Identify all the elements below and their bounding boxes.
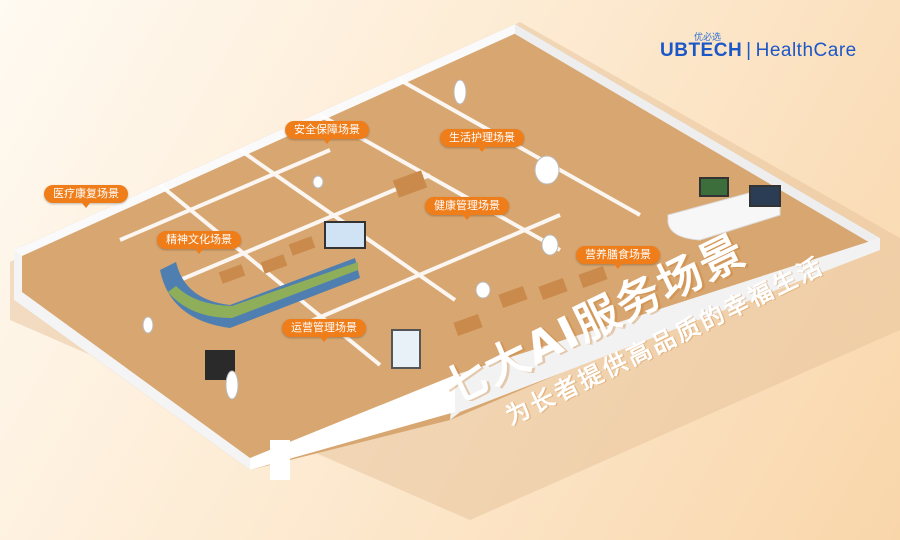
scene-tag-medical-rehab: 医疗康复场景 [44, 185, 128, 208]
displays [205, 177, 781, 380]
outer-wall-right [515, 24, 880, 244]
scene-tag-health-mgmt: 健康管理场景 [425, 197, 509, 220]
tables [218, 170, 608, 337]
outer-wall-left [14, 244, 250, 470]
scene-tag-operations: 运营管理场景 [282, 319, 366, 342]
outer-wall-front [450, 238, 880, 420]
scene-tag-nutrition: 营养膳食场景 [576, 246, 660, 269]
brand-divider: | [746, 40, 752, 61]
scene-tag-daily-care: 生活护理场景 [440, 129, 524, 152]
brand-main-name: UBTECH [660, 40, 743, 61]
front-wall-face [250, 375, 455, 470]
brand-product-name: HealthCare [755, 40, 857, 61]
entrance-pillar [270, 440, 290, 480]
brand-sub-name: 优必选 [694, 33, 722, 43]
scene-tag-safety: 安全保障场景 [285, 121, 369, 144]
scene-tag-culture: 精神文化场景 [157, 231, 241, 254]
robots [142, 79, 560, 400]
brand-logo: 优必选 UBTECH|HealthCare [660, 33, 880, 78]
brand-wordmark: UBTECH|HealthCare [660, 40, 857, 62]
outer-wall-back [14, 24, 523, 256]
